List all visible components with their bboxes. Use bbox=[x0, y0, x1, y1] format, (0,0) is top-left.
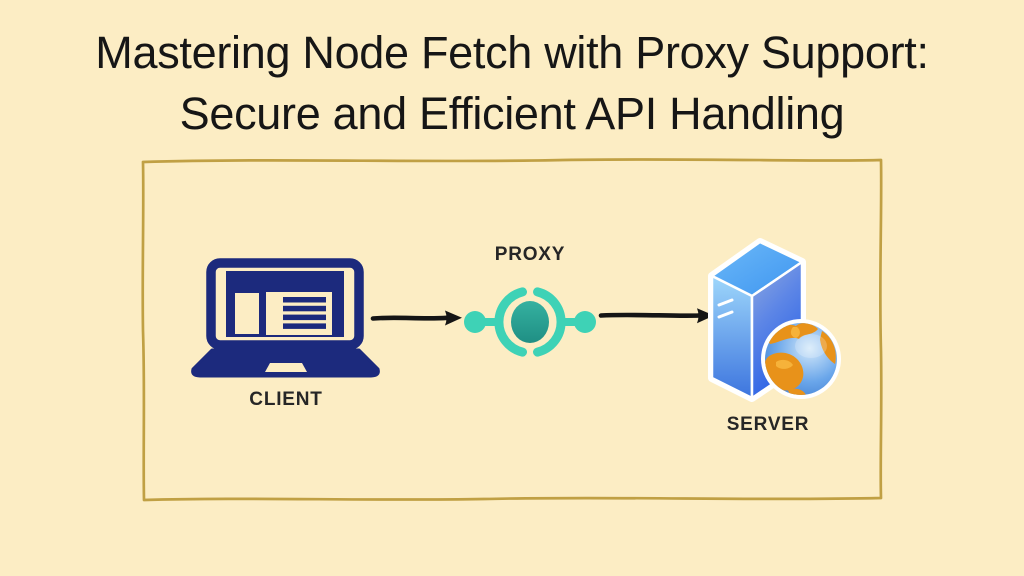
client-label: CLIENT bbox=[249, 389, 323, 410]
diagram-panel bbox=[134, 151, 890, 509]
page-title: Mastering Node Fetch with Proxy Support:… bbox=[0, 22, 1024, 144]
proxy-icon bbox=[464, 287, 596, 357]
proxy-label: PROXY bbox=[494, 244, 566, 265]
server-globe-icon bbox=[708, 238, 841, 402]
server-node: SERVER bbox=[698, 226, 848, 436]
arrow-client-to-proxy bbox=[370, 310, 462, 326]
page-title-line1: Mastering Node Fetch with Proxy Support: bbox=[95, 27, 929, 78]
server-label: SERVER bbox=[726, 414, 810, 435]
laptop-icon bbox=[191, 258, 380, 378]
globe-icon bbox=[761, 319, 841, 399]
proxy-node: PROXY bbox=[462, 244, 598, 364]
arrow-proxy-to-server bbox=[598, 308, 714, 324]
client-node: CLIENT bbox=[190, 256, 382, 411]
page-title-line2: Secure and Efficient API Handling bbox=[179, 88, 845, 139]
hand-drawn-border-icon bbox=[141, 158, 883, 502]
